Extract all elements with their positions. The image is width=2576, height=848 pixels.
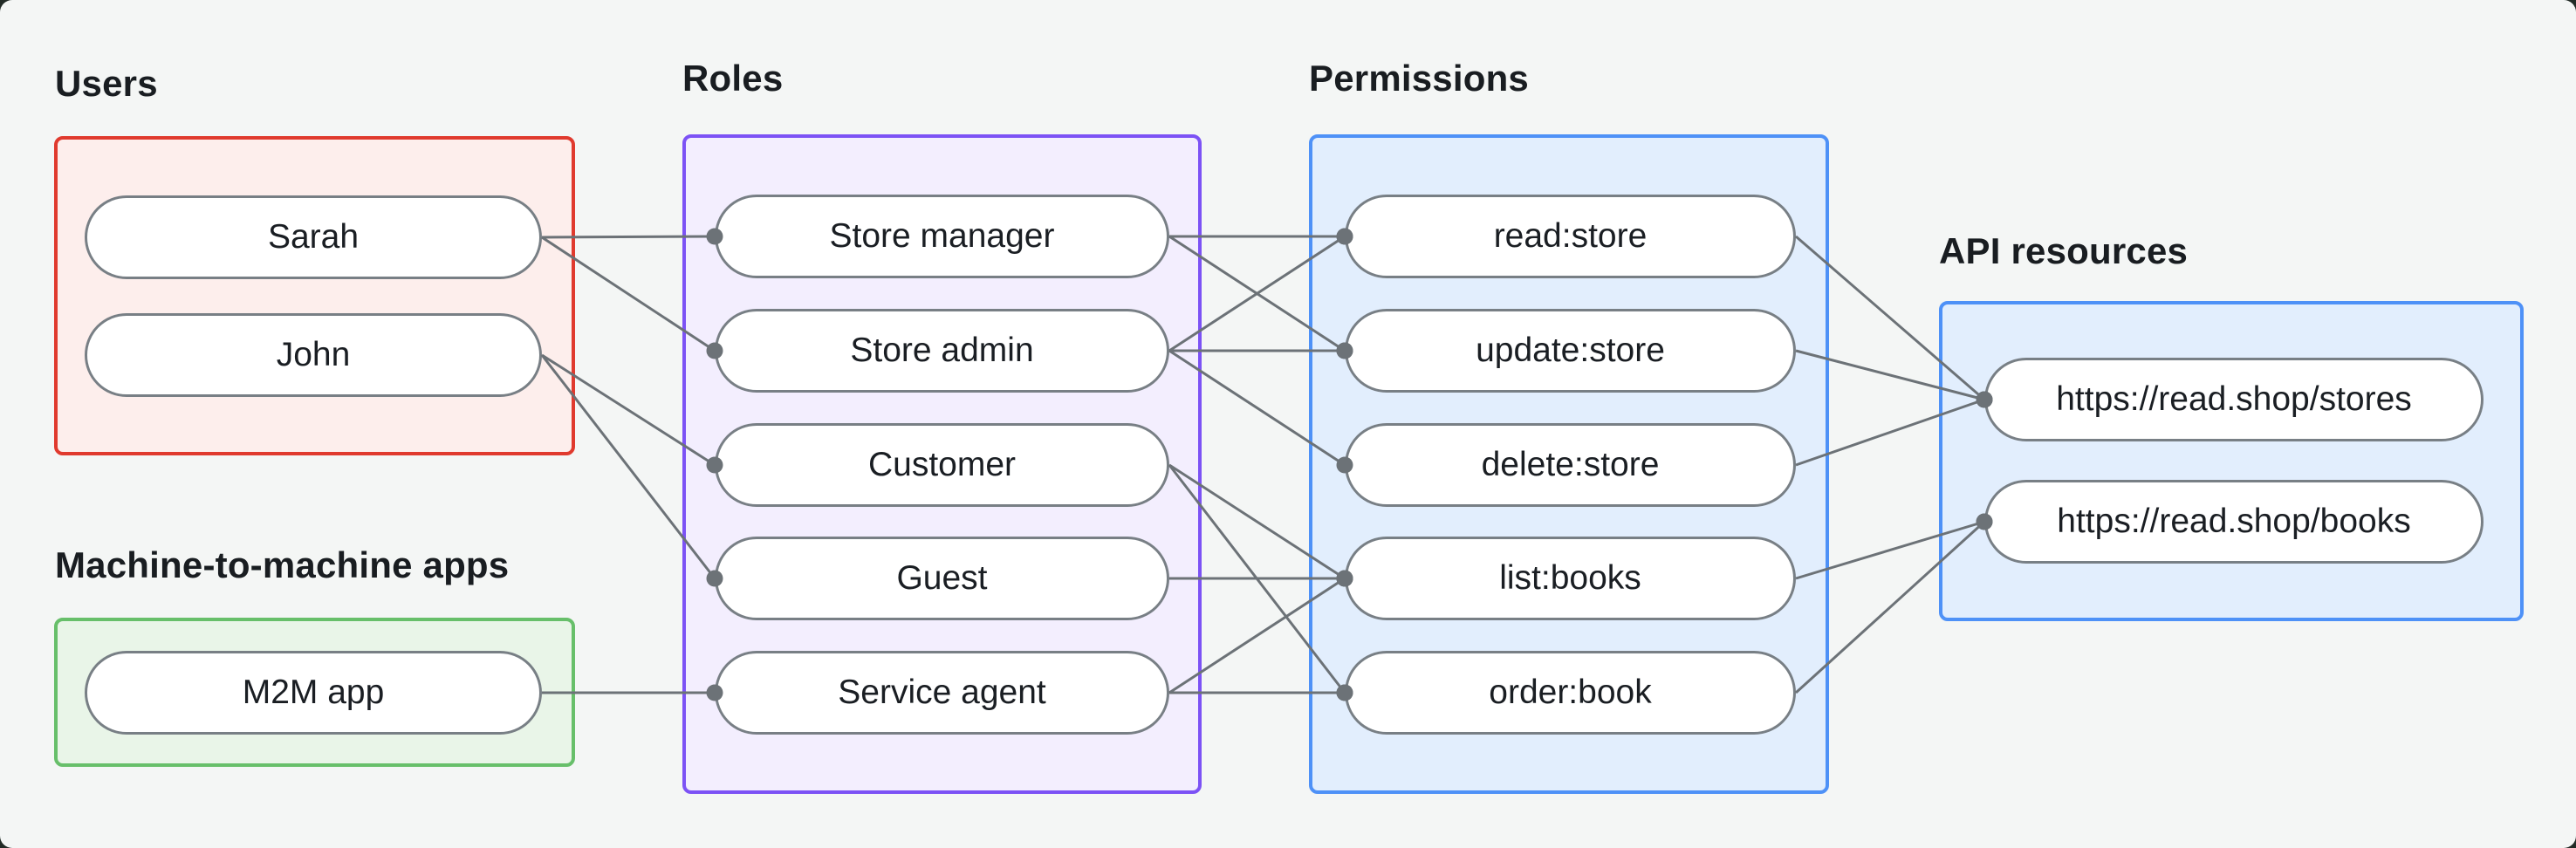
node-store-manager: Store manager [715,195,1169,278]
node-customer: Customer [715,423,1169,507]
node-books-api: https://read.shop/books [1984,480,2484,564]
node-m2m-app: M2M app [85,651,542,735]
node-service-agent: Service agent [715,651,1169,735]
node-list-books: list:books [1345,537,1796,620]
group-label-m2m: Machine-to-machine apps [55,544,510,585]
group-box-api-resources [1939,301,2524,621]
node-store-admin: Store admin [715,309,1169,393]
node-sarah: Sarah [85,195,542,279]
node-delete-store: delete:store [1345,423,1796,507]
group-label-permissions: Permissions [1309,58,1529,99]
node-stores-api: https://read.shop/stores [1984,358,2484,441]
group-label-api-resources: API resources [1939,230,2189,271]
group-label-roles: Roles [682,58,784,99]
node-update-store: update:store [1345,309,1796,393]
node-john: John [85,313,542,397]
node-read-store: read:store [1345,195,1796,278]
group-box-users [54,136,575,455]
node-guest: Guest [715,537,1169,620]
group-label-users: Users [55,63,158,104]
node-order-book: order:book [1345,651,1796,735]
